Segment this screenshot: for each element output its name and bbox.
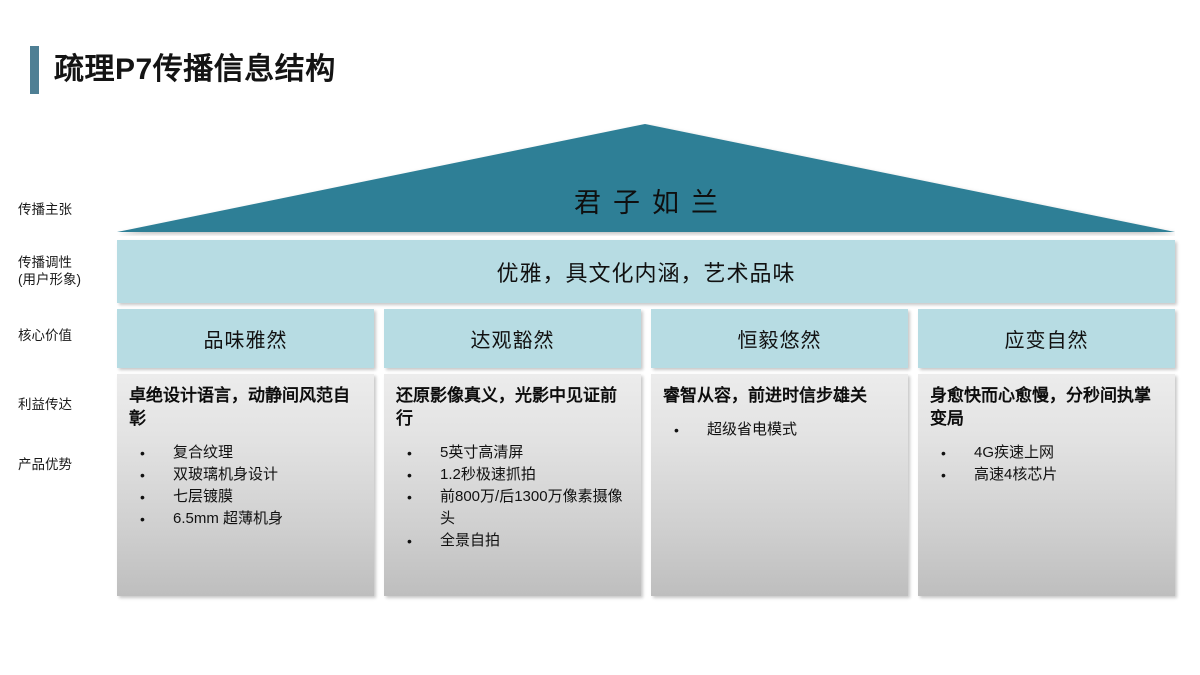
row-label-product: 产品优势	[18, 457, 72, 472]
content-column: 卓绝设计语言，动静间风范自彰 复合纹理 双玻璃机身设计 七层镀膜 6.5mm 超…	[117, 374, 374, 596]
tone-band: 优雅，具文化内涵，艺术品味	[117, 240, 1175, 303]
core-value-cell: 恒毅悠然	[651, 309, 908, 368]
feature-item: 6.5mm 超薄机身	[129, 508, 364, 530]
feature-item: 双玻璃机身设计	[129, 464, 364, 486]
benefit-headline: 还原影像真义，光影中见证前行	[396, 386, 617, 428]
core-value-label: 恒毅悠然	[737, 330, 822, 352]
row-label-tone-line2: (用户形象)	[18, 272, 81, 287]
content-column: 还原影像真义，光影中见证前行 5英寸高清屏 1.2秒极速抓拍 前800万/后13…	[384, 374, 641, 596]
tone-band-text: 优雅，具文化内涵，艺术品味	[496, 260, 796, 286]
feature-item: 1.2秒极速抓拍	[396, 464, 631, 486]
row-label-claim: 传播主张	[18, 202, 72, 217]
row-label-tone: 传播调性 (用户形象)	[18, 254, 114, 288]
benefit-headline: 睿智从容，前进时信步雄关	[663, 386, 867, 405]
core-value-cell: 达观豁然	[384, 309, 641, 368]
row-label-benefit: 利益传达	[18, 397, 72, 412]
content-column: 身愈快而心愈慢，分秒间执掌变局 4G疾速上网 高速4核芯片	[918, 374, 1175, 596]
page-title-text: 疏理P7传播信息结构	[54, 53, 336, 86]
benefit-headline: 身愈快而心愈慢，分秒间执掌变局	[930, 386, 1151, 428]
content-columns: 卓绝设计语言，动静间风范自彰 复合纹理 双玻璃机身设计 七层镀膜 6.5mm 超…	[117, 374, 1175, 596]
feature-item: 高速4核芯片	[930, 464, 1165, 486]
roof-triangle: 君子如兰	[117, 124, 1175, 236]
feature-item: 全景自拍	[396, 530, 631, 552]
feature-list: 超级省电模式	[663, 419, 898, 441]
feature-item: 超级省电模式	[663, 419, 898, 441]
core-value-row: 品味雅然 达观豁然 恒毅悠然 应变自然	[117, 309, 1175, 368]
feature-item: 复合纹理	[129, 442, 364, 464]
feature-list: 5英寸高清屏 1.2秒极速抓拍 前800万/后1300万像素摄像头 全景自拍	[396, 442, 631, 552]
core-value-label: 达观豁然	[470, 330, 555, 352]
feature-item: 七层镀膜	[129, 486, 364, 508]
core-value-label: 应变自然	[1004, 330, 1089, 352]
feature-item: 5英寸高清屏	[396, 442, 631, 464]
feature-item: 4G疾速上网	[930, 442, 1165, 464]
title-accent-bar	[30, 46, 39, 94]
feature-list: 4G疾速上网 高速4核芯片	[930, 442, 1165, 486]
row-label-tone-line1: 传播调性	[18, 255, 72, 270]
feature-list: 复合纹理 双玻璃机身设计 七层镀膜 6.5mm 超薄机身	[129, 442, 364, 530]
feature-item: 前800万/后1300万像素摄像头	[396, 486, 631, 530]
core-value-cell: 应变自然	[918, 309, 1175, 368]
content-column: 睿智从容，前进时信步雄关 超级省电模式	[651, 374, 908, 596]
row-label-core: 核心价值	[18, 328, 72, 343]
benefit-headline: 卓绝设计语言，动静间风范自彰	[129, 386, 350, 428]
core-value-cell: 品味雅然	[117, 309, 374, 368]
page-title: 疏理P7传播信息结构	[30, 46, 336, 94]
core-value-label: 品味雅然	[203, 330, 288, 352]
